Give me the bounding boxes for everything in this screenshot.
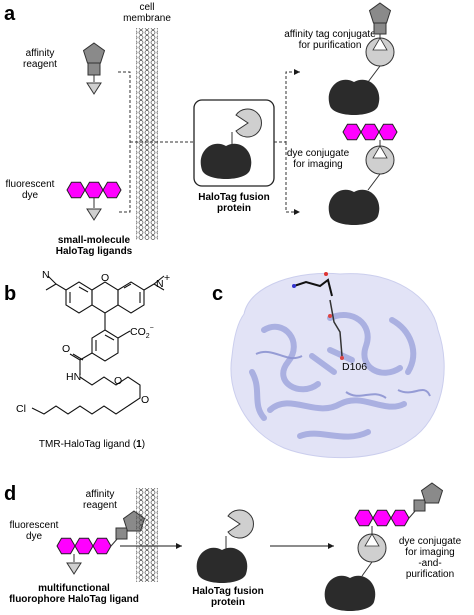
affinity-conjugate-label-1: affinity tag conjugate: [284, 29, 376, 40]
fusion-protein-icon: [200, 108, 262, 179]
d-fusion-label-1: HaloTag fusion: [192, 586, 263, 597]
ligands-label-2: HaloTag ligands: [56, 246, 133, 257]
affinity-conjugate-icon: [328, 2, 395, 115]
ring-oxygen-label: O: [101, 272, 109, 284]
d-conj-label-4: purification: [406, 569, 454, 580]
panel-c-label: c: [212, 283, 223, 305]
panel-c: c D106: [212, 272, 445, 459]
dye-icon: [66, 181, 122, 221]
ether-o2-label: O: [141, 394, 149, 406]
d-conj-label-1: dye conjugate: [399, 536, 462, 547]
d-affinity-reagent-label-2: reagent: [83, 500, 117, 511]
n-left-label: N: [42, 269, 50, 281]
d-ligand-label-1: multifunctional: [38, 583, 110, 594]
d-fluorescent-dye-label-2: dye: [26, 531, 43, 542]
panel-a: a cell membrane affinity reagent fluores…: [4, 2, 398, 257]
dye-conjugate-label-2: for imaging: [293, 159, 342, 170]
protein-ribbon: [249, 311, 417, 440]
chlorine-label: Cl: [16, 403, 26, 415]
d-fluorescent-dye-label-1: fluorescent: [10, 520, 59, 531]
affinity-reagent-label-2: reagent: [23, 59, 57, 70]
ether-o1-label: O: [114, 375, 122, 387]
cell-membrane-label-2: membrane: [123, 13, 171, 24]
amide-nh-label: HN: [66, 371, 81, 383]
protein-loops: [255, 351, 431, 399]
d-affinity-reagent-label-1: affinity: [86, 489, 115, 500]
multifunctional-ligand-icon: [56, 510, 145, 575]
d-conj-label-2: for imaging: [405, 547, 454, 558]
d-conjugate-icon: [324, 482, 443, 611]
amide-oxygen-label: O: [62, 343, 70, 355]
affinity-reagent-label-1: affinity: [26, 48, 55, 59]
d-cell-membrane: [136, 488, 158, 582]
fusion-label-1: HaloTag fusion: [198, 192, 269, 203]
d-conj-label-3: -and-: [418, 558, 441, 569]
affinity-conjugate-label-2: for purification: [299, 40, 362, 51]
tmr-structure: [31, 275, 165, 415]
panel-d-label: d: [4, 483, 16, 505]
residue-label: D106: [342, 361, 367, 373]
panel-a-label: a: [4, 3, 16, 25]
n-right-label: N: [156, 278, 164, 290]
panel-b: b N N + O CO2− O HN O: [4, 269, 170, 450]
d-fusion-protein-icon: [196, 509, 254, 583]
carboxylate-label: CO2−: [130, 325, 154, 340]
ligands-label-1: small-molecule: [58, 235, 131, 246]
cell-membrane-label-1: cell: [139, 2, 154, 13]
fusion-label-2: protein: [217, 203, 251, 214]
arrow-to-affinity-conjugate: [274, 69, 300, 143]
fluorescent-dye-label-2: dye: [22, 190, 39, 201]
n-right-charge: +: [164, 272, 170, 284]
panel-b-label: b: [4, 283, 16, 305]
dye-conjugate-label-1: dye conjugate: [287, 148, 350, 159]
cell-membrane: [136, 28, 158, 240]
fluorescent-dye-label-1: fluorescent: [6, 179, 55, 190]
dye-conjugate-icon: [328, 123, 398, 225]
arrow-to-dye-conjugate: [285, 142, 300, 215]
d-ligand-label-2: fluorophore HaloTag ligand: [9, 594, 139, 605]
d-fusion-label-2: protein: [211, 597, 245, 608]
tmr-caption: TMR-HaloTag ligand (1): [39, 439, 145, 450]
panel-d: d fluorescent dye affinity reagent multi…: [4, 482, 462, 611]
bound-ligand: [292, 272, 344, 360]
affinity-reagent-icon: [83, 42, 105, 95]
